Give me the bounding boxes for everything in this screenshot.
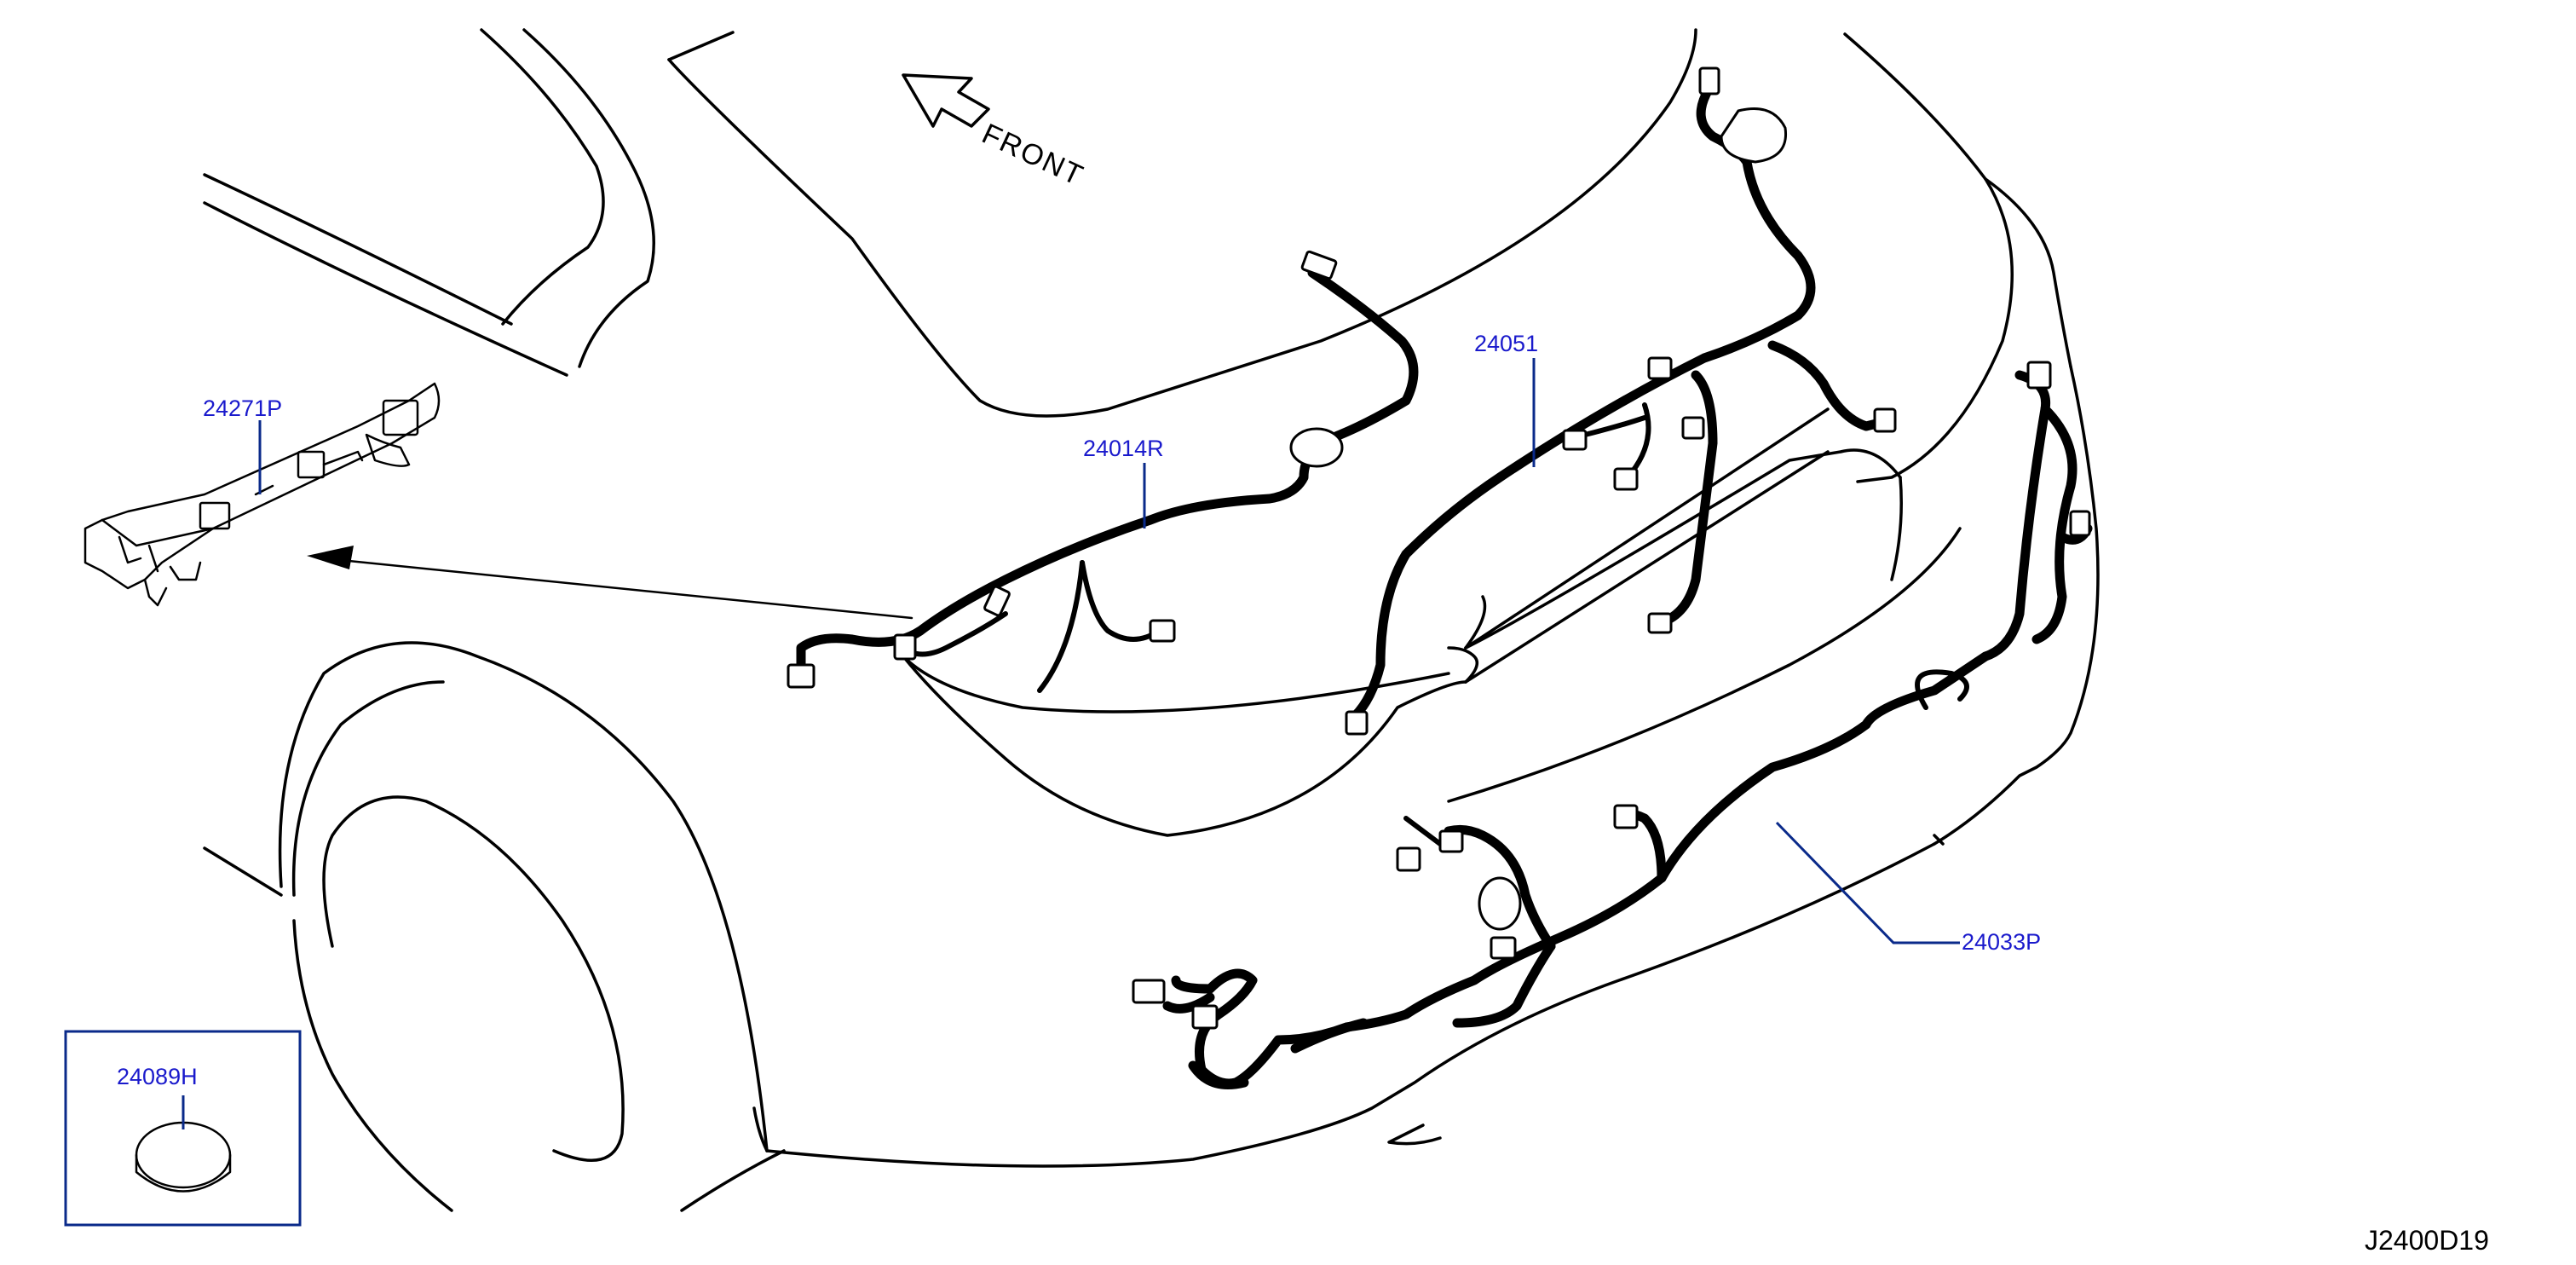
- connector-icon: [1698, 66, 1720, 95]
- harness-24051: [1345, 66, 1897, 736]
- bracket-24271p: [84, 382, 441, 607]
- connector-icon: [1873, 407, 1897, 433]
- connector-icon: [1647, 612, 1673, 634]
- car-body-outline: [203, 28, 2100, 1212]
- connector-icon: [1191, 1004, 1219, 1030]
- connector-icon: [1681, 416, 1705, 440]
- connector-icon: [787, 663, 815, 689]
- connector-icon: [1647, 356, 1673, 380]
- leader-lines: [182, 358, 1960, 1129]
- connector-icon: [2026, 361, 2052, 390]
- grommet-icon: [1720, 107, 1788, 164]
- connector-icon: [1613, 804, 1639, 829]
- connector-icon: [1438, 829, 1464, 853]
- connector-icon: [893, 633, 917, 661]
- detail-pointer-arrow: [307, 546, 913, 620]
- connector-icon: [1562, 429, 1588, 451]
- diagram-code: J2400D19: [2365, 1225, 2489, 1256]
- part-label-24033p: 24033P: [1962, 929, 2041, 955]
- front-label: FRONT: [977, 118, 1089, 193]
- connector-icon: [983, 585, 1011, 617]
- harness-24033p: [1132, 361, 2093, 1089]
- harness-24014r: [787, 250, 1419, 693]
- part-label-24051: 24051: [1474, 331, 1538, 356]
- part-label-24014r: 24014R: [1083, 436, 1164, 461]
- connector-icon: [1300, 250, 1338, 280]
- front-direction-arrow: FRONT: [902, 73, 1089, 193]
- connector-icon: [1345, 710, 1369, 736]
- grommet-icon: [1478, 876, 1522, 931]
- connector-icon: [1149, 619, 1176, 643]
- connector-icon: [1613, 467, 1639, 491]
- connector-icon: [1490, 936, 1517, 960]
- part-label-24271p: 24271P: [203, 396, 282, 421]
- part-label-24089h: 24089H: [117, 1064, 198, 1089]
- connector-icon: [1396, 846, 1421, 872]
- grommet-icon: [1289, 427, 1344, 468]
- connector-icon: [1132, 979, 1166, 1004]
- connector-icon: [2069, 510, 2091, 537]
